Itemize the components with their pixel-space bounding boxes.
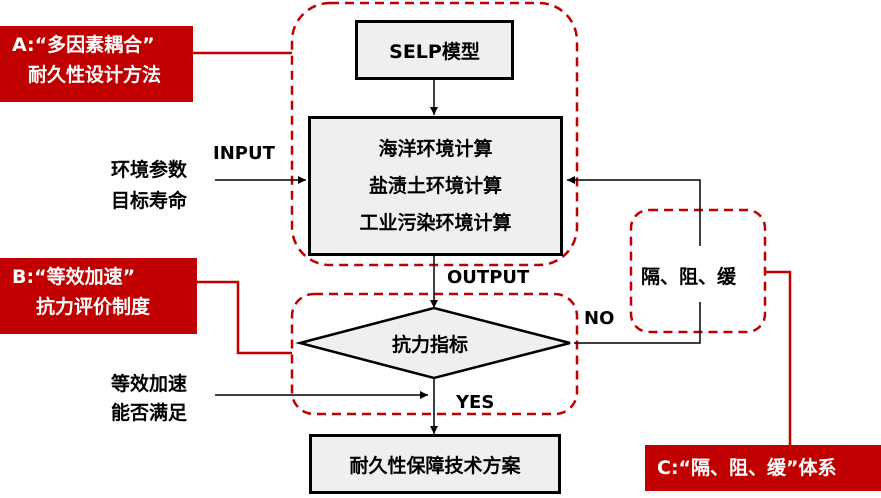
input-env-params: 环境参数 <box>111 159 188 181</box>
flow-no-label: NO <box>584 308 615 329</box>
calc-marine: 海洋环境计算 <box>378 137 493 160</box>
input-target-life: 目标寿命 <box>111 190 188 212</box>
calc-industrial: 工业污染环境计算 <box>359 211 512 234</box>
decision-label: 抗力指标 <box>392 334 469 356</box>
selp-model-box: SELP模型 <box>355 20 514 80</box>
flow-output-label: OUTPUT <box>447 267 530 288</box>
result-label: 耐久性保障技术方案 <box>349 454 521 477</box>
flow-input-label: INPUT <box>213 143 275 164</box>
connector-c <box>765 270 792 445</box>
feedback-label: 隔、阻、缓 <box>641 266 737 288</box>
label-a: A:“多因素耦合” 耐久性设计方法 <box>0 26 193 102</box>
calc-saline-soil: 盐渍土环境计算 <box>368 174 502 197</box>
label-c-line1: C:“隔、阻、缓”体系 <box>657 457 837 479</box>
label-a-line2: 耐久性设计方法 <box>28 64 162 86</box>
label-a-line1: A:“多因素耦合” <box>12 34 155 56</box>
selp-model-label: SELP模型 <box>389 40 480 63</box>
result-box: 耐久性保障技术方案 <box>309 434 561 494</box>
connector-b <box>197 280 292 355</box>
label-b-line1: B:“等效加速” <box>12 266 136 288</box>
label-b-line2: 抗力评价制度 <box>36 296 151 318</box>
label-c: C:“隔、阻、缓”体系 <box>645 445 881 491</box>
environment-calc-box: 海洋环境计算 盐渍土环境计算 工业污染环境计算 <box>308 116 563 256</box>
input-accel: 等效加速 <box>111 373 188 395</box>
label-b: B:“等效加速” 抗力评价制度 <box>0 258 197 334</box>
decision-diamond <box>295 306 571 380</box>
flow-yes-label: YES <box>456 392 495 413</box>
input-accel-satisfied: 能否满足 <box>111 402 188 424</box>
